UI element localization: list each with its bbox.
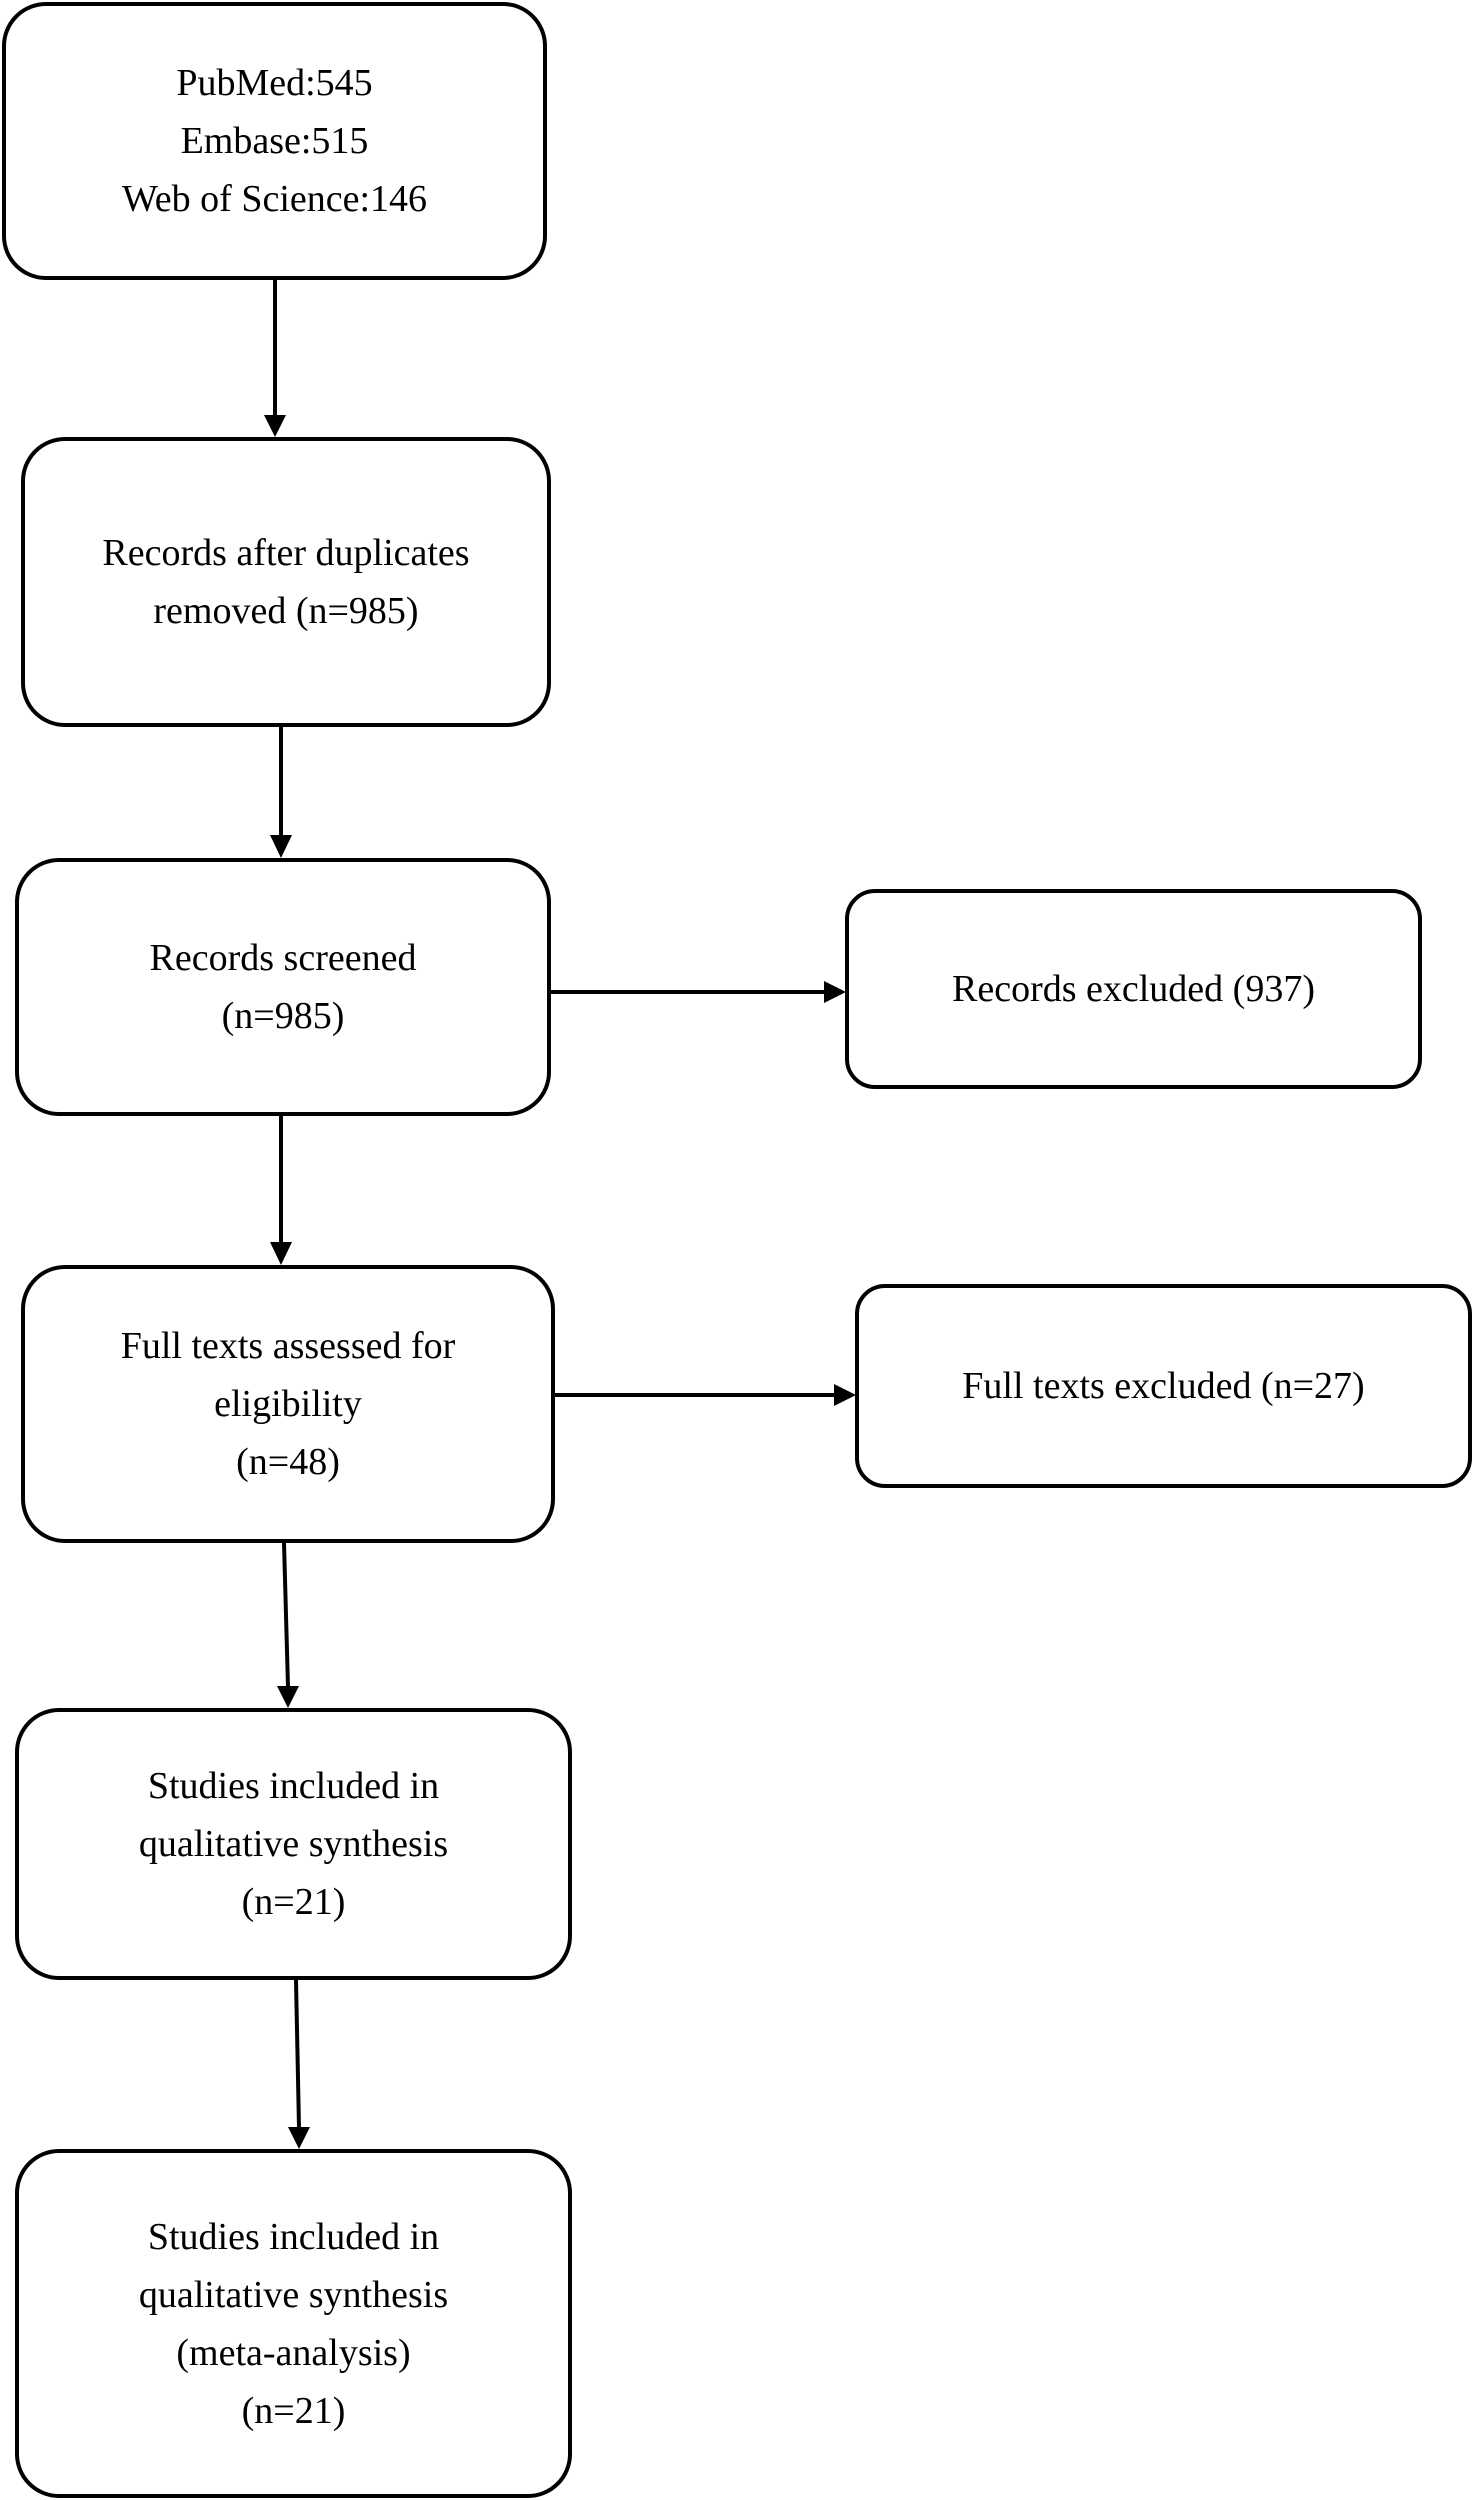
fulltext-line-3: (n=48): [236, 1441, 340, 1483]
quantitative-line-1: Studies included in: [147, 2215, 440, 2258]
excluded-fulltext-text: Full texts excluded (n=27): [962, 1357, 1364, 1415]
excluded-fulltext-line-1: Full texts excluded (n=27): [962, 1365, 1365, 1407]
excluded-fulltext-box: Full texts excluded (n=27): [855, 1284, 1472, 1488]
connector-fulltext-to-qualitative: [282, 1542, 290, 1688]
arrow-screened-to-fulltext: [270, 1242, 292, 1265]
quantitative-line-4: (n=21): [241, 2389, 346, 2432]
quantitative-line-2: qualitative synthesis: [138, 2273, 449, 2316]
arrow-sources-to-dedup: [264, 415, 286, 437]
qualitative-line-1: Studies included in: [147, 1765, 440, 1807]
arrow-dedup-to-screened: [270, 835, 292, 858]
sources-line-pubmed: PubMed:545: [176, 62, 373, 104]
arrow-fulltext-to-excluded: [834, 1384, 856, 1406]
qualitative-text: Studies included in qualitative synthesi…: [139, 1757, 448, 1931]
dedup-line-1: Records after duplicates: [102, 532, 470, 574]
excluded-records-text: Records excluded (937): [952, 960, 1315, 1018]
arrow-fulltext-to-qualitative: [277, 1686, 299, 1708]
sources-text: PubMed:545 Embase:515 Web of Science:146: [122, 54, 427, 228]
quantitative-text: Studies included in qualitative synthesi…: [139, 2208, 448, 2440]
screened-box: Records screened (n=985): [15, 858, 551, 1116]
fulltext-line-1: Full texts assessed for: [120, 1325, 456, 1367]
fulltext-line-2: eligibility: [214, 1383, 362, 1425]
excluded-records-line-1: Records excluded (937): [952, 968, 1315, 1010]
qualitative-line-2: qualitative synthesis: [138, 1823, 449, 1865]
dedup-box: Records after duplicates removed (n=985): [21, 437, 551, 727]
arrow-qualitative-to-quantitative: [288, 2127, 310, 2149]
screened-line-1: Records screened: [149, 937, 417, 979]
quantitative-box: Studies included in qualitative synthesi…: [15, 2149, 572, 2498]
sources-box: PubMed:545 Embase:515 Web of Science:146: [2, 2, 547, 280]
connector-qualitative-to-quantitative: [294, 1979, 301, 2129]
quantitative-line-3: (meta-analysis): [176, 2331, 411, 2374]
screened-text: Records screened (n=985): [150, 929, 417, 1045]
dedup-line-2: removed (n=985): [153, 590, 419, 632]
dedup-text: Records after duplicates removed (n=985): [102, 524, 469, 640]
fulltext-box: Full texts assessed for eligibility (n=4…: [21, 1265, 555, 1543]
sources-line-wos: Web of Science:146: [121, 178, 428, 220]
arrow-screened-to-excluded: [824, 981, 846, 1003]
screened-line-2: (n=985): [221, 995, 345, 1037]
fulltext-text: Full texts assessed for eligibility (n=4…: [121, 1317, 456, 1491]
qualitative-box: Studies included in qualitative synthesi…: [15, 1708, 572, 1980]
qualitative-line-3: (n=21): [241, 1881, 346, 1923]
sources-line-embase: Embase:515: [180, 120, 369, 162]
excluded-records-box: Records excluded (937): [845, 889, 1422, 1089]
